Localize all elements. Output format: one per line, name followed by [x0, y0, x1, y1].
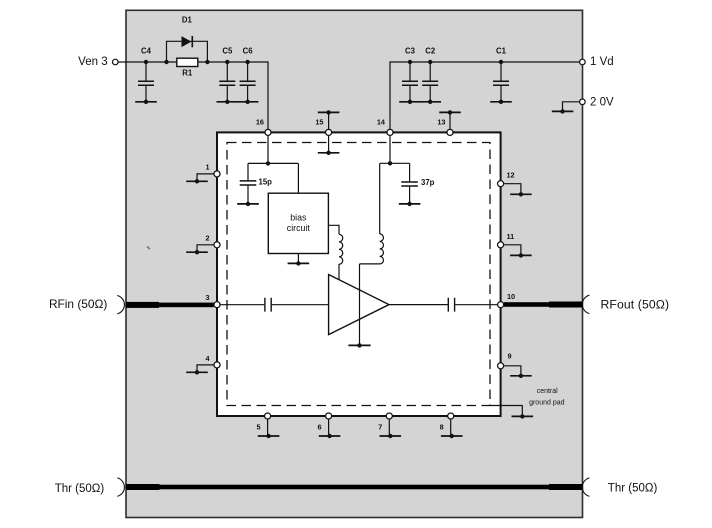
- svg-text:RFin (50Ω): RFin (50Ω): [49, 297, 107, 311]
- svg-text:15: 15: [315, 118, 323, 127]
- svg-text:14: 14: [377, 118, 386, 127]
- svg-text:R1: R1: [182, 69, 193, 78]
- svg-text:D1: D1: [182, 16, 193, 25]
- svg-text:5: 5: [257, 423, 261, 432]
- svg-text:37p: 37p: [421, 178, 435, 187]
- svg-text:C3: C3: [405, 46, 416, 55]
- svg-text:11: 11: [507, 232, 515, 241]
- svg-text:C6: C6: [243, 46, 254, 55]
- svg-text:C2: C2: [425, 46, 436, 55]
- svg-text:RFout (50Ω): RFout (50Ω): [601, 298, 670, 312]
- svg-text:C1: C1: [496, 46, 507, 55]
- svg-text:9: 9: [508, 352, 512, 361]
- svg-text:bias: bias: [290, 212, 307, 222]
- svg-text:2: 2: [205, 233, 209, 242]
- svg-text:C5: C5: [222, 46, 233, 55]
- svg-text:Thr (50Ω): Thr (50Ω): [55, 483, 105, 495]
- svg-text:1: 1: [205, 162, 209, 171]
- svg-text:15p: 15p: [259, 177, 273, 186]
- svg-text:8: 8: [440, 423, 444, 432]
- svg-text:circuit: circuit: [287, 223, 311, 233]
- svg-text:C4: C4: [141, 46, 152, 55]
- svg-text:13: 13: [437, 118, 445, 127]
- svg-text:4: 4: [205, 354, 210, 363]
- svg-text:7: 7: [378, 423, 382, 432]
- svg-text:ground pad: ground pad: [529, 399, 565, 406]
- svg-text:10: 10: [507, 292, 515, 301]
- svg-text:12: 12: [507, 171, 515, 180]
- svg-text:16: 16: [256, 118, 264, 127]
- svg-text:1 Vd: 1 Vd: [590, 56, 614, 68]
- svg-text:3: 3: [205, 293, 209, 302]
- svg-text:Ven 3: Ven 3: [78, 56, 107, 68]
- svg-text:2 0V: 2 0V: [590, 96, 614, 108]
- svg-text:central: central: [537, 388, 558, 395]
- svg-text:Thr (50Ω): Thr (50Ω): [608, 483, 658, 495]
- svg-text:6: 6: [318, 423, 322, 432]
